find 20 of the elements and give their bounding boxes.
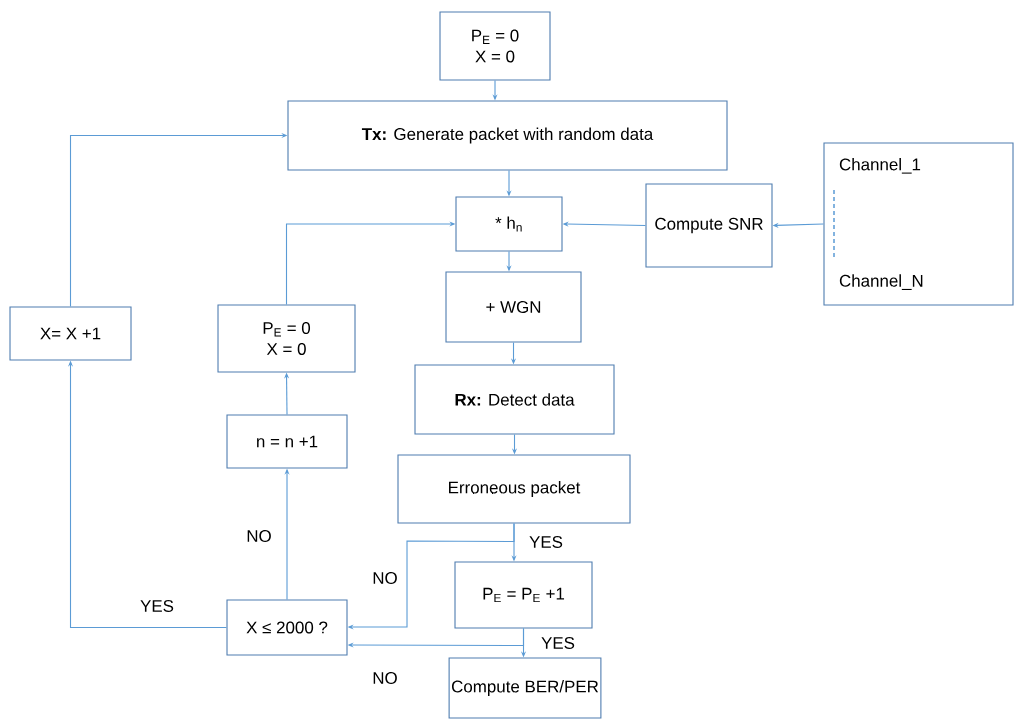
process-box: n = n +1 [226,414,348,469]
process-box: Erroneous packet [397,454,631,524]
process-box: P$_{E}$ = 0 X = 0 [439,11,551,81]
process-box: * h$_{n}$ [455,196,563,252]
edge-label: YES [540,636,576,650]
decision-box: X ≤ 2000 ? [226,599,348,656]
edge-label: NO [371,671,399,685]
process-box: Compute SNR [645,183,773,268]
process-box: + WGN [445,271,582,343]
process-box: Tx: Generate packet with random data [287,100,728,171]
edge-label: NO [371,571,399,585]
process-box: Compute BER/PER [448,657,602,719]
process-box: X= X +1 [9,306,132,361]
process-box: P$_{E}$ = 0 X = 0 [217,304,356,373]
edge-label: YES [528,535,564,549]
channel-box: Channel_1 Channel_N [823,142,1014,306]
process-box: Rx: Detect data [414,364,615,435]
edge-label: YES [139,599,175,613]
process-box: P$_{E}$ = P$_{E}$ +1 [454,561,593,629]
edge-label: NO [245,529,273,543]
